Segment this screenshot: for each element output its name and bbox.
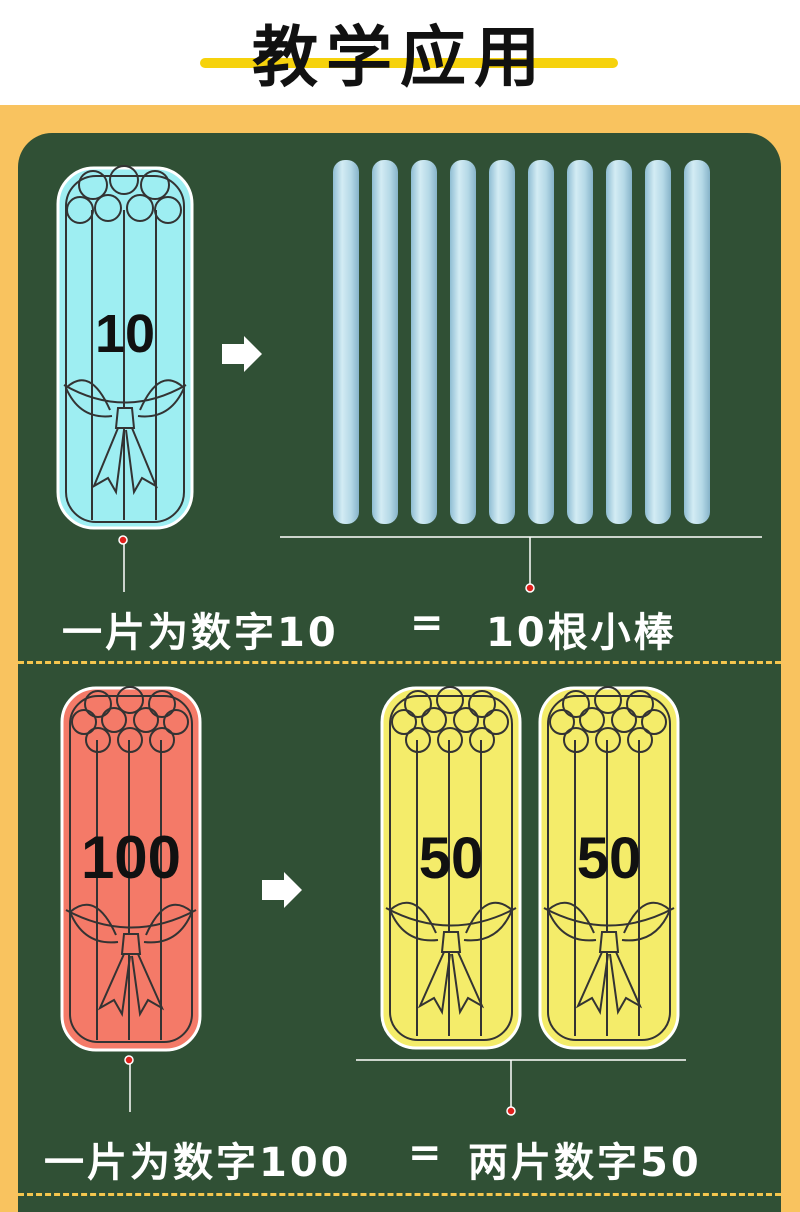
bracket-2 [129,1059,686,1112]
caption-2-equals: = [408,1130,445,1176]
section-divider-1 [18,661,781,664]
stick [606,160,632,524]
bundle-ten-number: 10 [95,304,155,364]
page-title: 教学应用 [252,19,548,96]
arrow-right-icon [262,872,302,908]
bundle-hundred-red: 100 [60,686,202,1052]
stick [450,160,476,524]
bundle-fifty-a-yellow: 50 [380,686,522,1050]
bracket-1 [123,536,762,592]
marker-dot [525,583,535,593]
stick [333,160,359,524]
caption-1-left: 一片为数字10 [62,610,339,656]
section-divider-2 [18,1193,781,1196]
loose-sticks [333,160,710,524]
bundle-fifty-b-yellow: 50 [538,686,680,1050]
marker-dot [506,1106,516,1116]
title-underline [200,58,618,68]
stick [567,160,593,524]
stick [489,160,515,524]
caption-2-right: 两片数字50 [468,1140,702,1186]
caption-1-equals: = [410,600,447,646]
stick [372,160,398,524]
marker-dot [118,535,128,545]
bundle-fifty-b-number: 50 [577,826,642,891]
bundle-ten-blue: 10 [56,165,194,530]
caption-2-left: 一片为数字100 [44,1140,352,1186]
arrow-right-icon [222,336,262,372]
stick [411,160,437,524]
bundle-hundred-number: 100 [81,824,181,891]
stick [645,160,671,524]
header: 教学应用 [0,0,800,105]
marker-dot [124,1055,134,1065]
bundle-fifty-a-number: 50 [419,826,484,891]
stick [528,160,554,524]
stick [684,160,710,524]
caption-1-right: 10根小棒 [486,610,677,656]
